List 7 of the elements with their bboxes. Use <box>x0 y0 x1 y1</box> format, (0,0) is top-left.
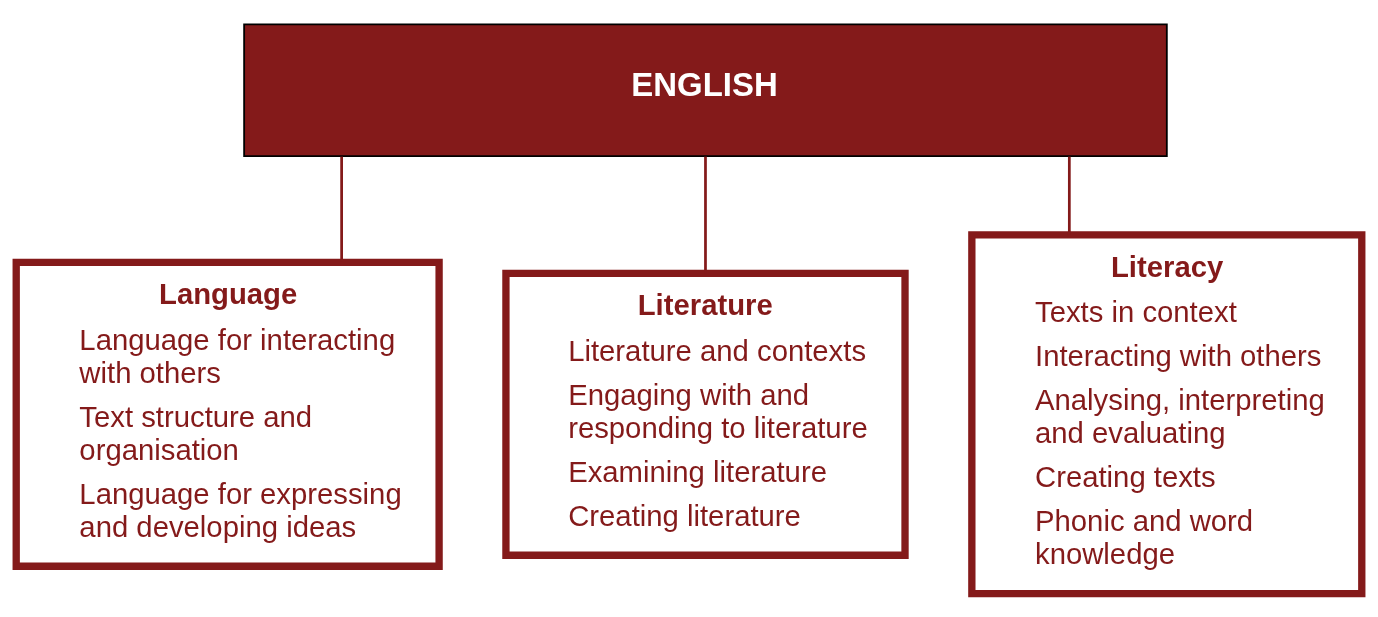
connector <box>704 156 707 273</box>
node-box: Literature Literature and contexts Engaging with and responding to literature Examining literature Creating literature <box>502 269 909 559</box>
connector <box>1067 156 1071 235</box>
node-box: Literacy Texts in context Interacting with others Analysing, interpreting and evaluating Creating texts Phonic and word knowledge <box>968 230 1366 597</box>
node-box: Language Language for interacting with others Text structure and organisation Language for expressing and developing ideas <box>12 258 443 570</box>
node-box: ENGLISH <box>243 22 1168 157</box>
connector <box>340 156 343 262</box>
